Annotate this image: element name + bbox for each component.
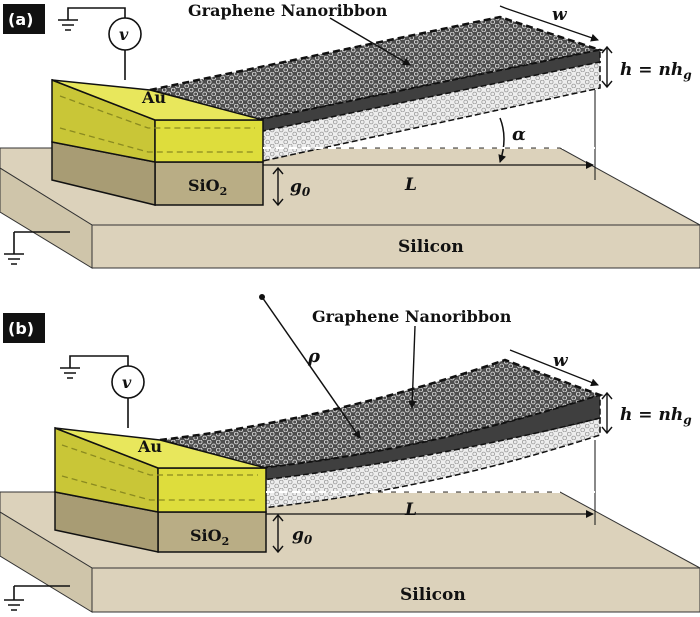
ribbon-underside-a (257, 61, 601, 163)
silicon-slab-side (0, 167, 93, 269)
source-ground-icon (58, 7, 126, 31)
ground-icon (4, 231, 70, 265)
au-label-a: Au (141, 88, 166, 107)
angle-arc-a (498, 117, 507, 163)
panel-b: Silicon SiO2 Au v (b) ρ Graphene Nanorib… (0, 294, 700, 613)
length-symbol-b: L (404, 500, 417, 520)
au-block-top-face-a (51, 79, 264, 121)
gap-symbol-a: g0 (290, 177, 311, 199)
silicon-slab-front (91, 224, 700, 269)
panel-tag-a (3, 4, 45, 34)
width-dimension-b (509, 349, 599, 387)
height-formula-a: h = nhg (620, 60, 692, 82)
silicon-slab-front-b (91, 567, 700, 613)
height-formula-b: h = nhg (620, 405, 692, 427)
silicon-slab-side-b (0, 511, 93, 613)
au-block-front-a (154, 119, 264, 163)
gap-symbol-b: g0 (292, 525, 313, 547)
ribbon-label-a: Graphene Nanoribbon (188, 1, 388, 20)
au-label-b: Au (137, 437, 162, 456)
panel-a: Silicon SiO2 Au v (a) Graphene Nanoribbo… (0, 1, 700, 269)
width-dimension-a (504, 7, 599, 42)
au-block-top-face-b (54, 427, 267, 469)
source-symbol-b: v (122, 373, 132, 392)
width-symbol-a: w (552, 5, 568, 25)
source-symbol-a: v (119, 25, 129, 44)
silicon-label-b: Silicon (400, 585, 466, 605)
sio2-label-b: SiO2 (190, 526, 229, 548)
ground-icon (4, 585, 70, 611)
panel-tag-b-text: (b) (8, 319, 34, 338)
width-symbol-b: w (553, 351, 569, 371)
angle-symbol-a: α (512, 124, 526, 145)
length-symbol-a: L (404, 175, 417, 195)
radius-line-b (261, 296, 361, 439)
panel-tag-b (3, 313, 45, 343)
source-ground-icon (60, 355, 129, 379)
ribbon-edge-b (261, 393, 601, 481)
ribbon-label-b: Graphene Nanoribbon (312, 307, 512, 326)
silicon-label-a: Silicon (398, 237, 464, 257)
panel-tag-a-text: (a) (8, 10, 33, 29)
radius-symbol-b: ρ (307, 346, 321, 367)
sio2-label-a: SiO2 (188, 176, 227, 198)
